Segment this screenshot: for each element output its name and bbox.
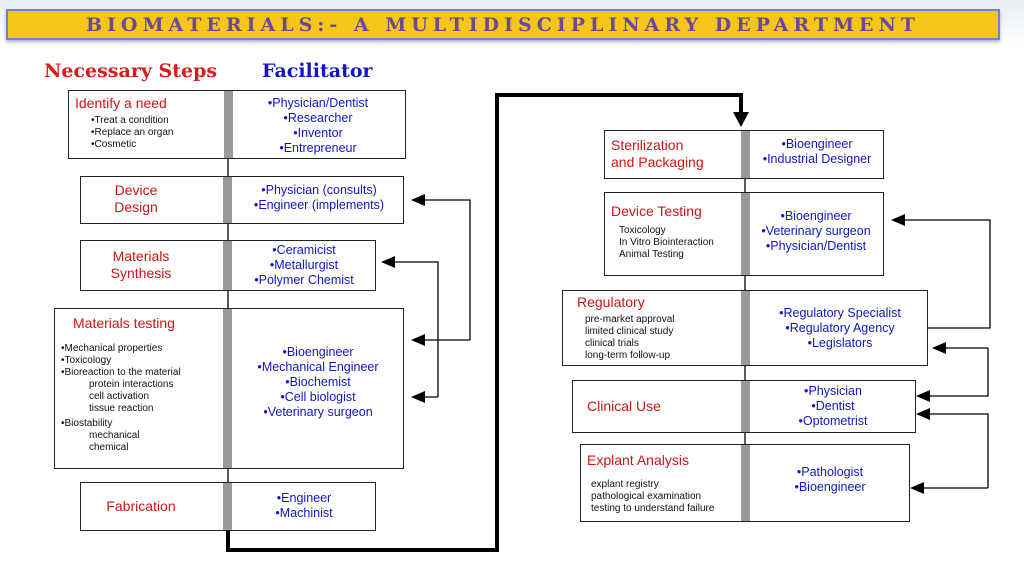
step-details: pre-market approval limited clinical stu… [585, 314, 675, 361]
step-box-explant-analysis: Explant Analysis explant registry pathol… [580, 444, 910, 522]
box-divider [741, 193, 750, 275]
step-box-device-design: Device Design Physician (consults) Engin… [80, 176, 404, 224]
step-box-fabrication: Fabrication Engineer Machinist [80, 482, 376, 531]
page-title: BIOMATERIALS:- A MULTIDISCIPLINARY DEPAR… [85, 13, 920, 36]
step-details: Mechanical properties Toxicology Bioreac… [61, 343, 181, 454]
box-divider [223, 483, 232, 530]
step-box-identify-need: Identify a need Treat a condition Replac… [68, 90, 406, 159]
facilitator-list: Engineer Machinist [235, 491, 373, 521]
box-divider [741, 291, 750, 365]
box-divider [741, 445, 750, 521]
facilitator-list: Physician Dentist Optometrist [753, 384, 913, 429]
box-divider [741, 131, 750, 178]
step-label: Device Design [114, 182, 158, 215]
step-box-clinical-use: Clinical Use Physician Dentist Optometri… [572, 380, 916, 433]
facilitator-list: Bioengineer Mechanical Engineer Biochemi… [235, 345, 401, 420]
facilitator-list: Regulatory Specialist Regulatory Agency … [755, 306, 925, 351]
box-divider [223, 241, 232, 290]
feedback-line [918, 413, 989, 488]
step-label: Identify a need [75, 95, 167, 111]
facilitator-list: Physician/Dentist Researcher Inventor En… [239, 96, 397, 156]
box-divider [223, 177, 232, 223]
feedback-arrowhead [411, 194, 425, 206]
feedback-arrowhead [891, 214, 905, 226]
feedback-arrowhead [932, 342, 946, 354]
step-box-sterilization: Sterilization and Packaging Bioengineer … [604, 130, 884, 179]
facilitator-list: Physician (consults) Engineer (implement… [237, 183, 401, 213]
step-label: Sterilization and Packaging [611, 137, 704, 170]
box-divider [224, 91, 233, 158]
feedback-line [383, 261, 439, 397]
title-bar: BIOMATERIALS:- A MULTIDISCIPLINARY DEPAR… [6, 9, 1000, 40]
feedback-arrowhead [910, 482, 924, 494]
facilitator-list: Bioengineer Veterinary surgeon Physician… [751, 209, 881, 254]
step-label: Device Testing [611, 203, 702, 219]
feedback-arrowhead [381, 256, 395, 268]
step-box-materials-synthesis: Materials Synthesis Ceramicist Metallurg… [80, 240, 376, 291]
step-label: Clinical Use [587, 398, 661, 414]
main-flow-arrowhead [733, 112, 749, 127]
step-details: Treat a condition Replace an organ Cosme… [91, 115, 174, 151]
box-divider [741, 381, 750, 432]
facilitator-list: Bioengineer Industrial Designer [753, 137, 881, 167]
feedback-line [413, 199, 471, 340]
step-details: explant registry pathological examinatio… [591, 479, 715, 514]
facilitator-list: Ceramicist Metallurgist Polymer Chemist [235, 243, 373, 288]
step-box-materials-testing: Materials testing Mechanical properties … [54, 308, 404, 469]
step-label: Materials Synthesis [110, 248, 172, 281]
feedback-arrowhead [916, 390, 930, 402]
step-label: Explant Analysis [587, 452, 689, 468]
facilitator-list: Pathologist Bioengineer [753, 465, 907, 495]
step-label: Fabrication [106, 498, 176, 514]
feedback-line [893, 219, 991, 329]
feedback-arrowhead [411, 334, 425, 346]
title-banner: BIOMATERIALS:- A MULTIDISCIPLINARY DEPAR… [0, 0, 1024, 46]
main-flow-connector [226, 93, 743, 552]
box-divider [223, 309, 232, 468]
step-details: Toxicology In Vitro Biointeraction Anima… [619, 225, 714, 260]
feedback-line [918, 348, 989, 397]
step-label: Materials testing [73, 315, 175, 331]
step-label: Regulatory [577, 294, 645, 310]
header-facilitator: Facilitator [262, 60, 373, 82]
feedback-arrowhead [411, 391, 425, 403]
step-box-regulatory: Regulatory pre-market approval limited c… [562, 290, 928, 366]
header-necessary-steps: Necessary Steps [44, 60, 218, 82]
feedback-arrowhead [916, 408, 930, 420]
step-box-device-testing: Device Testing Toxicology In Vitro Bioin… [604, 192, 884, 276]
